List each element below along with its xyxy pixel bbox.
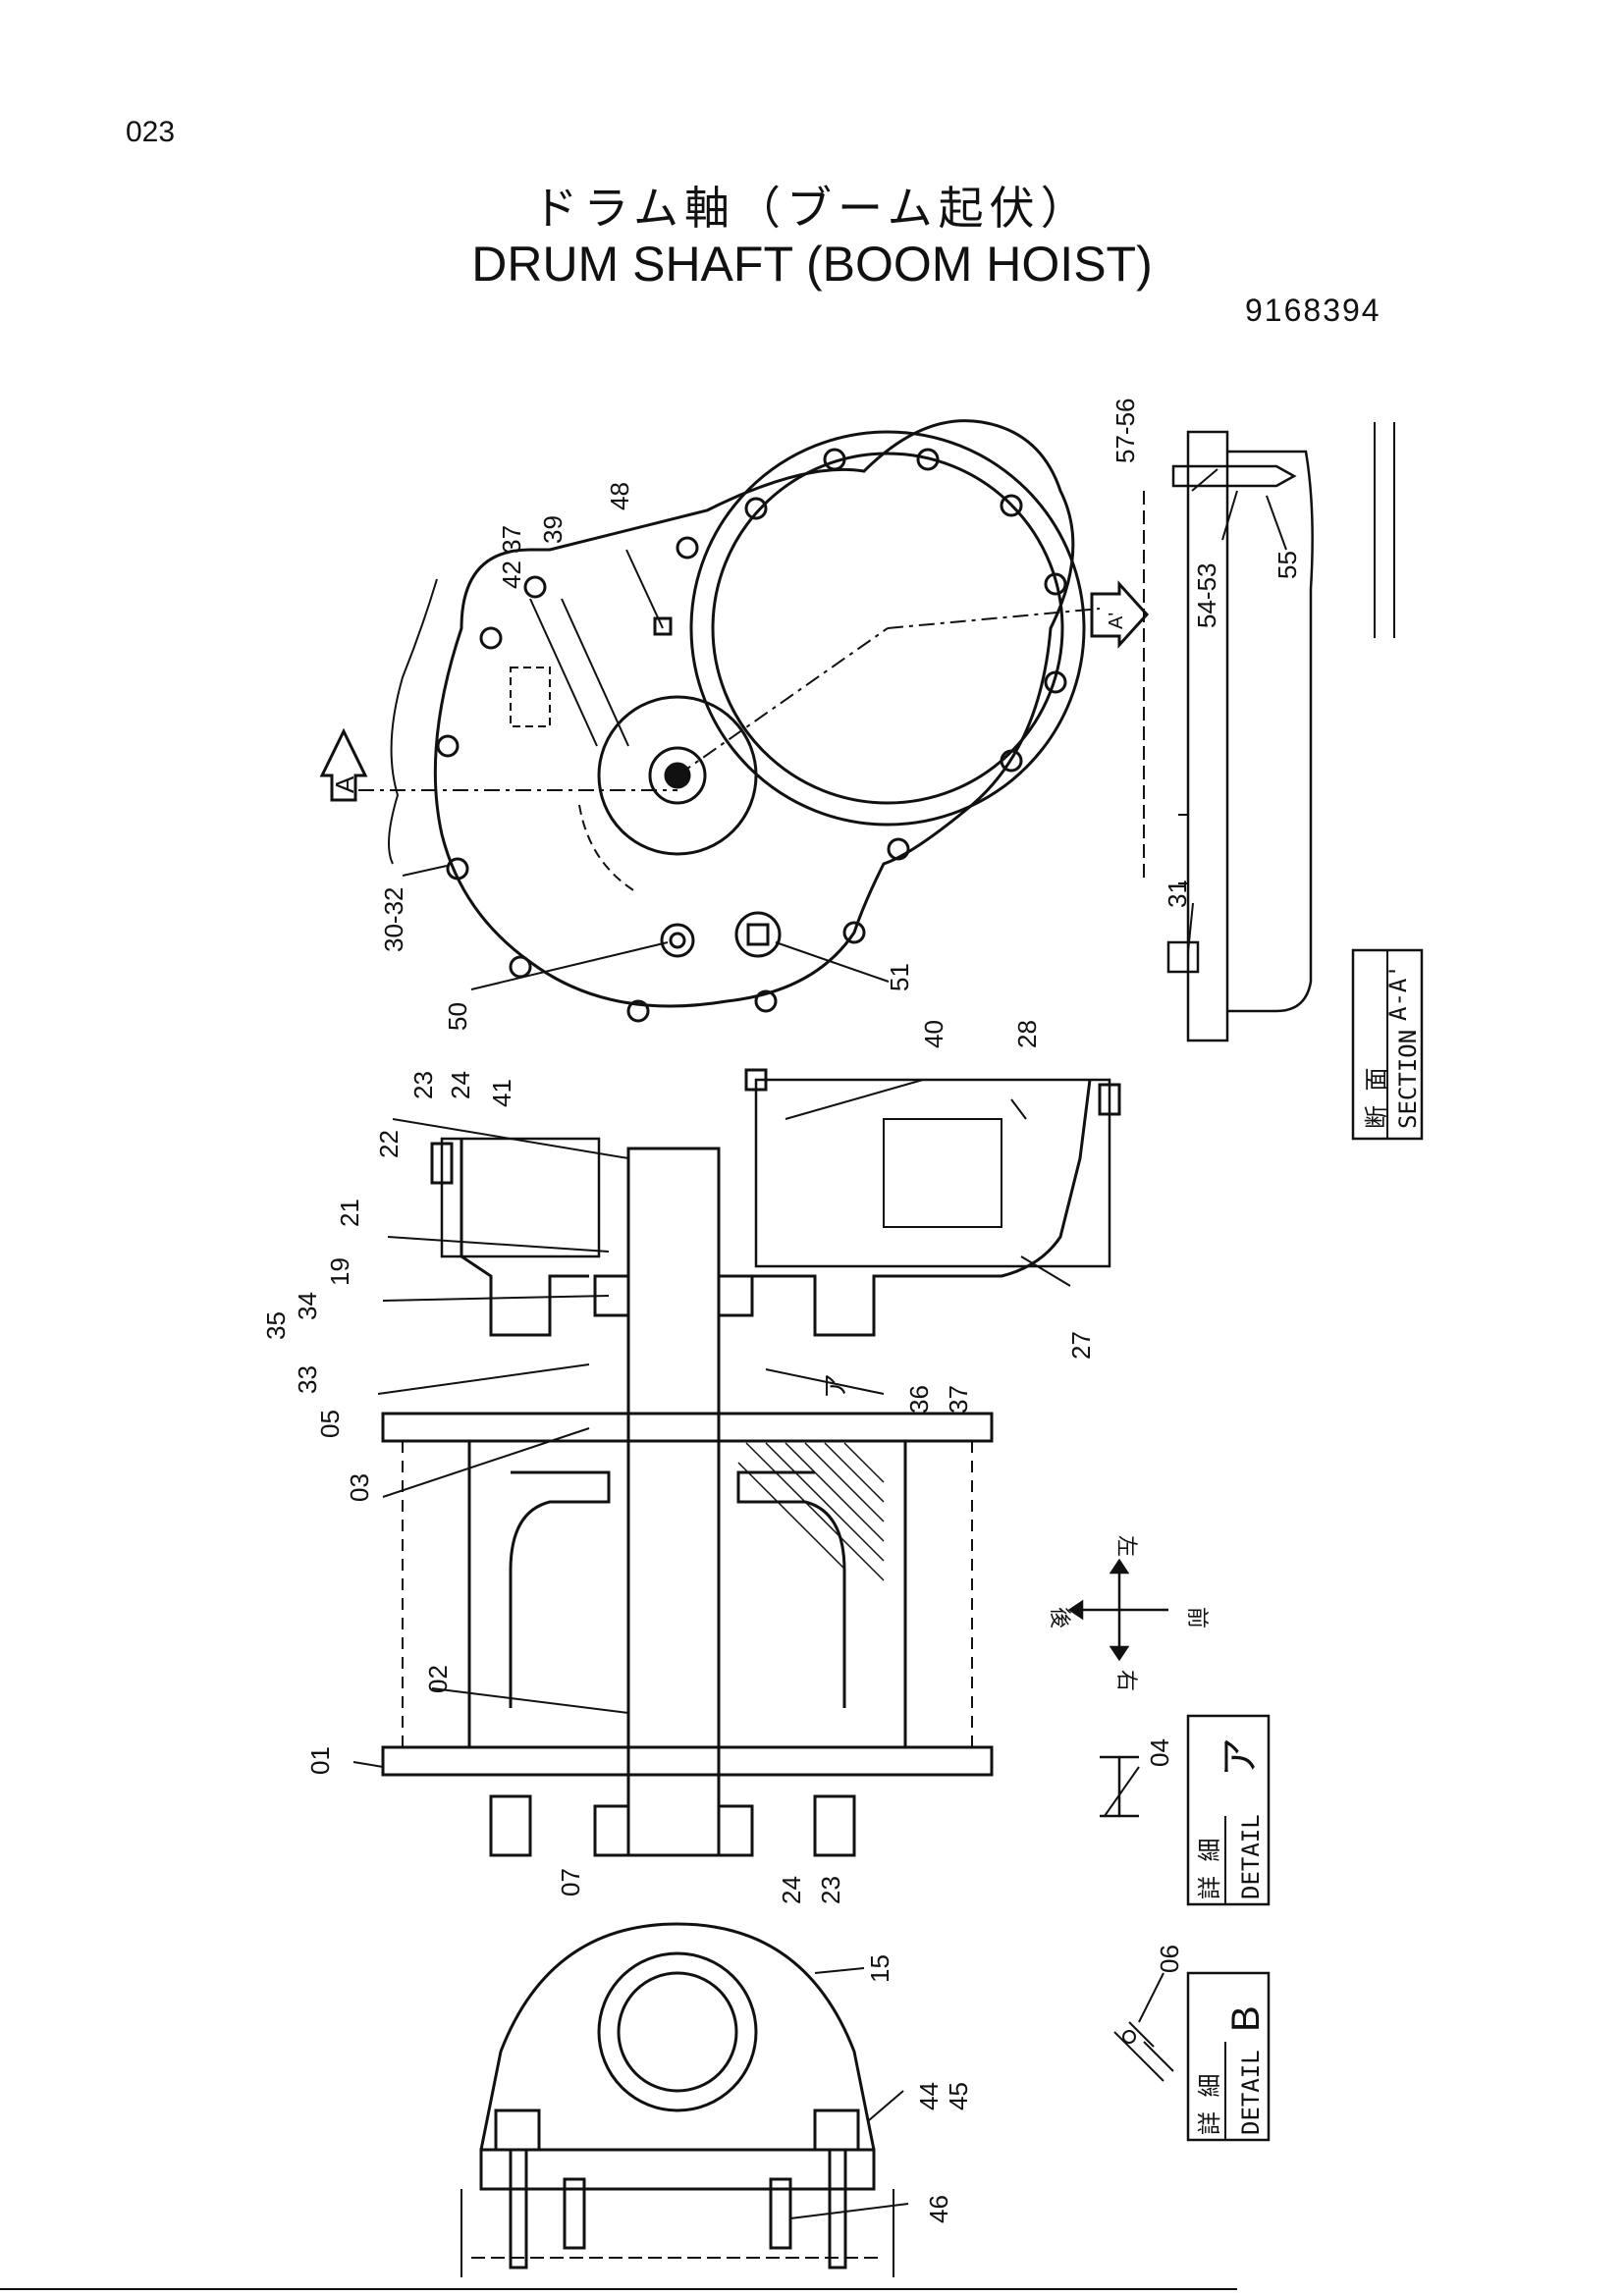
section-arrow-a-label: A xyxy=(330,775,359,793)
callout-03: 03 xyxy=(345,1473,374,1502)
section-arrow-a-prime: A' xyxy=(1090,580,1150,649)
callout-35: 35 xyxy=(261,1311,291,1340)
callout-24-bottom: 24 xyxy=(777,1876,806,1904)
drum-section-view xyxy=(381,1068,1121,1857)
callout-57-56: 57-56 xyxy=(1110,399,1140,464)
callout-21: 21 xyxy=(335,1199,364,1227)
callout-24-top: 24 xyxy=(446,1071,475,1099)
compass-front: 前 xyxy=(1185,1607,1210,1629)
pillow-block-view xyxy=(460,1922,894,2277)
callout-23-bottom: 23 xyxy=(816,1876,845,1904)
callout-45: 45 xyxy=(944,2082,973,2110)
callout-05: 05 xyxy=(315,1410,345,1438)
detail-a-box-mark: ア xyxy=(1218,1737,1262,1777)
detail-b-box-mark: B xyxy=(1224,2005,1268,2032)
section-box-en: SECTION xyxy=(1394,1030,1422,1129)
callout-23-top: 23 xyxy=(408,1071,438,1099)
detail-a-sketch xyxy=(1100,1755,1139,1818)
section-arrow-a: A xyxy=(319,727,368,802)
section-box-jp: 断 面 xyxy=(1363,1068,1390,1129)
detail-a-box-en: DETAIL xyxy=(1237,1814,1265,1899)
callout-55: 55 xyxy=(1272,551,1302,579)
detail-b-label-box: 詳 細 DETAIL B xyxy=(1186,1971,1271,2142)
callout-15: 15 xyxy=(865,1954,894,1983)
callout-33: 33 xyxy=(293,1365,322,1394)
callout-44: 44 xyxy=(914,2082,944,2110)
callout-36: 36 xyxy=(904,1385,934,1414)
callout-46: 46 xyxy=(924,2195,953,2223)
callout-02: 02 xyxy=(423,1665,453,1693)
section-box-mark: A-A' xyxy=(1384,964,1412,1021)
section-label-box: 断 面 SECTION A-A' xyxy=(1351,948,1424,1141)
compass-right: 右 xyxy=(1114,1670,1139,1691)
callout-06: 06 xyxy=(1155,1945,1184,1973)
detail-a-box-jp: 詳 細 xyxy=(1196,1839,1223,1899)
callout-41: 41 xyxy=(487,1079,516,1107)
compass-back: 後 xyxy=(1048,1607,1072,1629)
section-arrow-a-prime-label: A' xyxy=(1106,613,1127,629)
callout-28: 28 xyxy=(1012,1020,1042,1048)
callout-51: 51 xyxy=(885,963,914,991)
callout-54-53: 54-53 xyxy=(1192,563,1221,629)
callout-07: 07 xyxy=(556,1868,585,1896)
title-japanese: ドラム軸（ブーム起伏） xyxy=(532,182,1092,235)
direction-compass: 左 前 右 後 xyxy=(1048,1535,1210,1691)
callout-labels: 57-56 54-53 55 42 37 39 48 30-32 50 51 3… xyxy=(261,399,1302,2224)
callout-22: 22 xyxy=(374,1130,404,1158)
callout-40: 40 xyxy=(919,1020,948,1048)
callout-50: 50 xyxy=(443,1002,472,1031)
detail-a-label-box: 詳 細 DETAIL ア xyxy=(1186,1714,1271,1906)
callout-31: 31 xyxy=(1163,880,1192,908)
callout-30-32: 30-32 xyxy=(379,887,408,953)
callout-01: 01 xyxy=(305,1746,335,1775)
detail-b-sketch xyxy=(1113,2021,1174,2082)
callout-34: 34 xyxy=(293,1292,322,1320)
title-english: DRUM SHAFT (BOOM HOIST) xyxy=(471,237,1153,292)
callout-19: 19 xyxy=(325,1257,354,1286)
compass-left: 左 xyxy=(1114,1535,1139,1557)
drawing-number: 9168394 xyxy=(1245,293,1381,328)
callout-42-37: 42 37 xyxy=(497,525,526,589)
leader-lines xyxy=(352,468,1287,2219)
callout-a-mark: ア xyxy=(821,1373,850,1399)
callout-27: 27 xyxy=(1066,1331,1096,1360)
detail-b-box-jp: 詳 細 xyxy=(1196,2074,1223,2135)
callout-48: 48 xyxy=(605,482,634,510)
callout-39: 39 xyxy=(538,515,568,544)
page-number: 023 xyxy=(126,116,176,148)
section-a-a-view xyxy=(1143,422,1395,1042)
top-view-housing xyxy=(358,419,1101,1023)
detail-b-box-en: DETAIL xyxy=(1237,2050,1265,2135)
callout-37: 37 xyxy=(944,1385,973,1414)
callout-04: 04 xyxy=(1145,1738,1174,1767)
